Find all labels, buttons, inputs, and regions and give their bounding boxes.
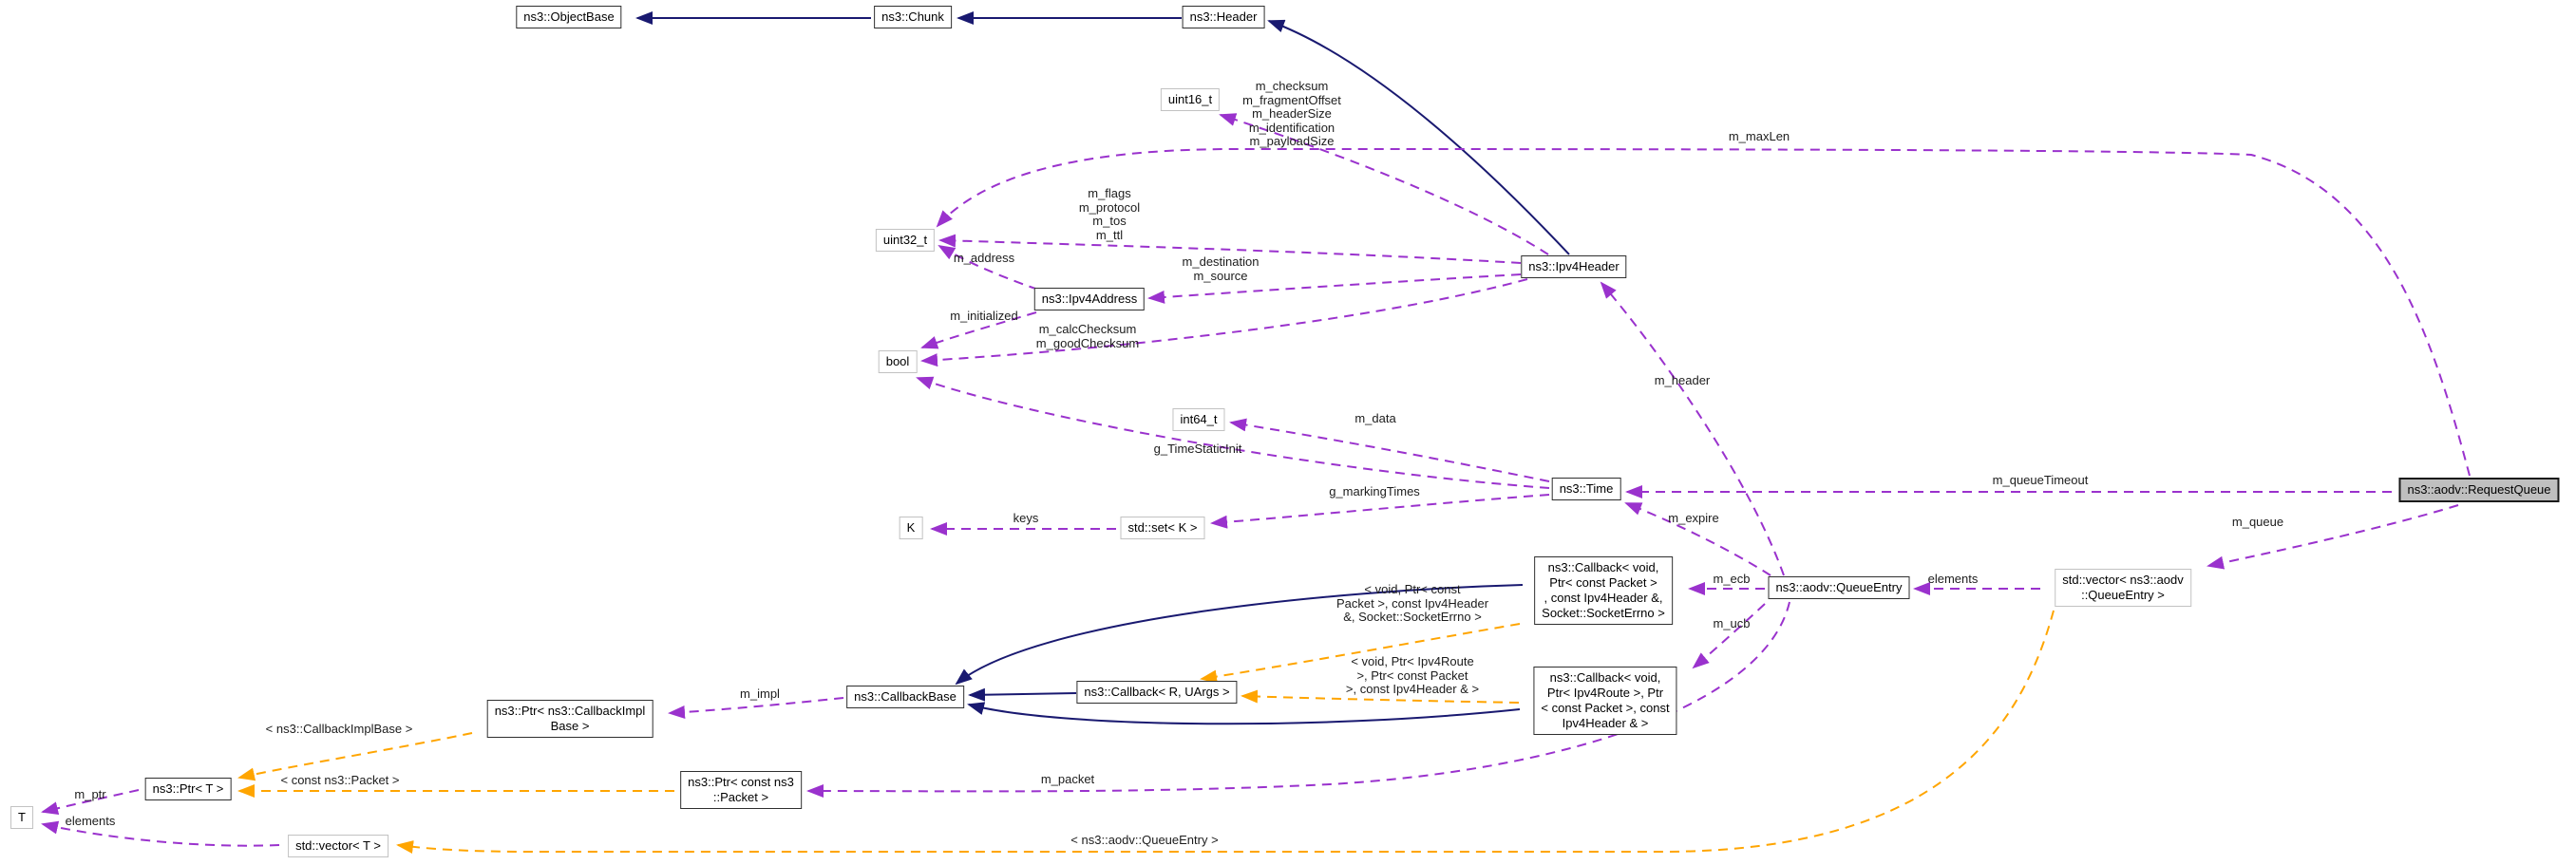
node-ns3-aodv-queueentry[interactable]: ns3::aodv::QueueEntry [1768,576,1910,599]
edge-label-g-markingtimes: g_markingTimes [1329,484,1420,498]
node-ns3-ipv4header[interactable]: ns3::Ipv4Header [1521,255,1627,278]
edge-use-queueentry-ipv4header-header [1600,281,1785,576]
edge-label-elements-queueentry: elements [1927,572,1979,586]
edge-use-time-bool-timestaticinit [916,376,1550,489]
edge-label-m-header: m_header [1654,373,1711,387]
node-ns3-callback-ucb[interactable]: ns3::Callback< void, Ptr< Ipv4Route >, P… [1533,667,1677,735]
edge-label-m-packet: m_packet [1040,772,1095,786]
edge-inherit-ipv4header-header [1267,19,1570,255]
node-ns3-ptr-callbackimplbase[interactable]: ns3::Ptr< ns3::CallbackImpl Base > [486,700,653,738]
edge-label-m-initialized: m_initialized [950,309,1018,323]
edge-label-m-flags-group: m_flags m_protocol m_tos m_ttl [1078,186,1141,242]
edge-inherit-callbackruargs-callbackbase [968,687,1077,702]
node-std-set-k: std::set< K > [1120,517,1205,539]
edge-use-ipv4header-bool-checksum [920,278,1528,367]
node-ns3-ptr-const-packet[interactable]: ns3::Ptr< const ns3 ::Packet > [680,771,802,809]
node-ns3-callbackbase[interactable]: ns3::CallbackBase [846,686,964,708]
node-uint32-t: uint32_t [875,229,936,252]
edge-use-ipv4header-uint32-flags [938,234,1522,264]
edge-use-queueentry-ucb [1692,603,1766,669]
edge-use-ipv4header-uint16 [1219,113,1549,255]
edge-use-time-setk-markingtimes [1210,494,1550,529]
node-ns3-ptr-t[interactable]: ns3::Ptr< T > [144,778,232,800]
node-ns3-header[interactable]: ns3::Header [1182,6,1265,28]
node-int64-t: int64_t [1172,408,1225,431]
edge-tmpl-ucb-callbackruargs [1241,689,1520,704]
edge-use-queueentry-ptrpacket [806,601,1790,799]
node-k: K [899,517,923,539]
edge-use-ipv4address-bool-initialized [920,311,1037,349]
node-std-vector-t: std::vector< T > [288,835,388,857]
edge-label-keys: keys [1013,511,1039,525]
edge-tmpl-ecb-callbackruargs [1200,623,1521,684]
edge-label-m-impl: m_impl [740,686,780,701]
edge-label-tmpl-callbackimplbase: < ns3::CallbackImplBase > [265,722,413,736]
edge-label-m-queuetimeout: m_queueTimeout [1992,473,2089,487]
edge-tmpl-vectorqe-vectort [396,610,2055,854]
edge-use-ipv4address-uint32-address [938,244,1039,291]
node-ns3-callback-r-uargs[interactable]: ns3::Callback< R, UArgs > [1076,681,1238,704]
edge-inherit-ucb-callbackbase [967,702,1521,725]
edge-label-m-destination-source: m_destination m_source [1182,254,1260,283]
edge-use-requestqueue-uint32-maxlen [936,147,2471,477]
edge-label-m-maxlen: m_maxLen [1728,129,1790,143]
node-ns3-time[interactable]: ns3::Time [1551,478,1621,500]
node-uint16-t: uint16_t [1160,88,1221,111]
edge-label-m-calc-good-checksum: m_calcChecksum m_goodChecksum [1035,322,1140,350]
edge-inherit-ecb-callbackbase [955,584,1524,686]
edge-label-tmpl-ecb-args: < void, Ptr< const Packet >, const Ipv4H… [1335,582,1489,624]
edge-label-elements-t: elements [65,814,116,828]
node-ns3-chunk[interactable]: ns3::Chunk [874,6,952,28]
node-ns3-ipv4address[interactable]: ns3::Ipv4Address [1033,288,1146,310]
edge-label-tmpl-ucb-args: < void, Ptr< Ipv4Route >, Ptr< const Pac… [1345,654,1480,696]
edge-label-m-expire: m_expire [1668,511,1719,525]
edge-use-vectort-t-elements [41,820,280,847]
edge-label-m-ptr: m_ptr [74,787,106,801]
edge-use-requestqueue-vectorqe-queue [2207,504,2459,570]
node-t: T [10,806,33,829]
edge-label-tmpl-aodv-queueentry: < ns3::aodv::QueueEntry > [1070,833,1219,847]
edge-use-queueentry-time-expire [1624,502,1771,576]
edge-label-g-timestaticinit: g_TimeStaticInit [1153,442,1242,456]
node-ns3-aodv-requestqueue: ns3::aodv::RequestQueue [2398,478,2560,502]
edge-tmpl-ptrcib-ptrt [237,732,473,781]
edge-use-ipv4header-ipv4address [1147,273,1522,304]
node-ns3-callback-ecb[interactable]: ns3::Callback< void, Ptr< const Packet >… [1534,556,1673,625]
edge-label-m-queue: m_queue [2231,515,2284,529]
edge-label-m-ucb: m_ucb [1713,616,1751,630]
edge-label-m-ecb: m_ecb [1713,572,1751,586]
node-bool: bool [878,350,918,373]
edge-use-callbackbase-ptrcib-impl [668,697,844,720]
edge-label-m-data: m_data [1354,411,1396,425]
edge-use-ptrt-t-ptr [41,789,140,816]
edge-label-m-checksum-group: m_checksum m_fragmentOffset m_headerSize… [1242,79,1341,148]
node-std-vector-queueentry: std::vector< ns3::aodv ::QueueEntry > [2055,569,2191,607]
edge-label-m-address: m_address [953,251,1015,265]
node-ns3-objectbase[interactable]: ns3::ObjectBase [516,6,622,28]
edge-label-tmpl-const-packet: < const ns3::Packet > [280,773,400,787]
edge-use-time-int64-data [1229,418,1550,482]
